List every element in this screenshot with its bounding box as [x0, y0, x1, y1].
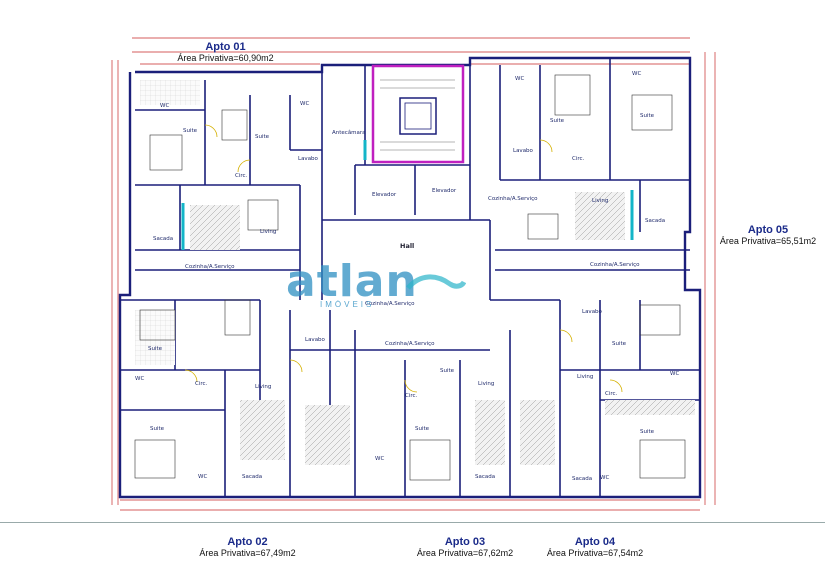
- room-sacada-04: Sacada: [572, 476, 592, 482]
- room-wc-04: WC: [670, 371, 679, 377]
- room-circ-05: Circ.: [572, 156, 585, 162]
- room-elevador-2: Elevador: [432, 188, 457, 194]
- room-circ-01: Circ.: [235, 173, 248, 179]
- room-wc-01: WC: [160, 103, 169, 109]
- apto-01-area: Área Privativa=60,90m2: [177, 53, 274, 63]
- room-labels: WC Suite Suite WC Lavabo Circ. Living Sa…: [135, 71, 679, 482]
- room-sacada-05: Sacada: [645, 218, 665, 224]
- room-lavabo-04: Lavabo: [582, 309, 603, 315]
- room-wc-01b: WC: [300, 101, 309, 107]
- apto-04-area: Área Privativa=67,54m2: [546, 548, 644, 558]
- room-suite-02: Suite: [148, 346, 163, 352]
- atlan-logo: atlan IMÓVEIS: [286, 256, 466, 316]
- room-cozinha-05b: Cozinha/A.Serviço: [590, 262, 640, 268]
- apto-02-area: Área Privativa=67,49m2: [199, 548, 296, 558]
- apto-03-label: Apto 03 Área Privativa=67,62m2: [405, 536, 525, 558]
- apto-01-name: Apto 01: [205, 41, 246, 53]
- room-circ-03: Circ.: [405, 393, 418, 399]
- room-sacada-03: Sacada: [475, 474, 495, 480]
- apto-05-area: Área Privativa=65,51m2: [719, 236, 817, 246]
- room-cozinha-03: Cozinha/A.Serviço: [365, 301, 415, 307]
- room-suite-01b: Suite: [255, 134, 270, 140]
- apto-03-area: Área Privativa=67,62m2: [416, 548, 514, 558]
- room-living-03: Living: [478, 381, 494, 387]
- room-antecamara: Antecâmara: [332, 129, 366, 136]
- apto-04-label: Apto 04 Área Privativa=67,54m2: [535, 536, 655, 558]
- room-sacada-02: Sacada: [242, 474, 262, 480]
- apto-03-name: Apto 03: [444, 536, 486, 548]
- room-lavabo-01: Lavabo: [298, 156, 319, 162]
- room-wc-02b: WC: [198, 474, 207, 480]
- room-living-02: Living: [255, 384, 271, 390]
- stair-core: [371, 64, 465, 164]
- logo-subtitle: IMÓVEIS: [320, 300, 375, 309]
- apto-04-name: Apto 04: [574, 536, 616, 548]
- apto-02-name: Apto 02: [227, 536, 268, 548]
- hatched-floors: [135, 80, 695, 465]
- room-hall: Hall: [400, 242, 414, 250]
- room-cozinha-05: Cozinha/A.Serviço: [488, 196, 538, 202]
- room-suite-03b: Suite: [415, 426, 430, 432]
- room-lavabo-05: Lavabo: [513, 148, 534, 154]
- outer-walls: [118, 56, 702, 499]
- bottom-divider: [0, 522, 825, 523]
- wave-icon: [406, 274, 466, 290]
- room-elevador-1: Elevador: [372, 192, 397, 198]
- apto-05-name: Apto 05: [747, 224, 789, 236]
- logo-text: atlan: [286, 256, 418, 307]
- room-circ-04: Circ.: [605, 391, 618, 397]
- room-living-01: Living: [260, 229, 276, 235]
- room-wc-04b: WC: [600, 475, 609, 481]
- room-suite-05b: Suite: [640, 113, 655, 119]
- room-lavabo-02: Lavabo: [305, 337, 326, 343]
- furniture: [134, 74, 686, 481]
- room-suite-04b: Suite: [640, 429, 655, 435]
- room-circ-02: Circ.: [195, 381, 208, 387]
- doors: [184, 124, 623, 393]
- room-suite-01: Suite: [183, 128, 198, 134]
- room-wc-05: WC: [515, 76, 524, 82]
- room-cozinha-03b: Cozinha/A.Serviço: [385, 341, 435, 347]
- room-wc-03: WC: [375, 456, 384, 462]
- room-suite-04: Suite: [612, 341, 627, 347]
- apto-01-label: Apto 01 Área Privativa=60,90m2: [168, 41, 283, 63]
- apto-05-label: Apto 05 Área Privativa=65,51m2: [712, 224, 824, 246]
- glazing: [181, 140, 634, 250]
- room-sacada-01: Sacada: [153, 236, 173, 242]
- room-living-04: Living: [577, 374, 593, 380]
- apto-02-label: Apto 02 Área Privativa=67,49m2: [190, 536, 305, 558]
- dimension-lines: [111, 37, 716, 511]
- room-living-05: Living: [592, 198, 608, 204]
- room-suite-03: Suite: [440, 368, 455, 374]
- room-suite-05: Suite: [550, 118, 565, 124]
- room-wc-05b: WC: [632, 71, 641, 77]
- room-suite-02b: Suite: [150, 426, 165, 432]
- room-cozinha-01: Cozinha/A.Serviço: [185, 264, 235, 270]
- room-wc-02: WC: [135, 376, 144, 382]
